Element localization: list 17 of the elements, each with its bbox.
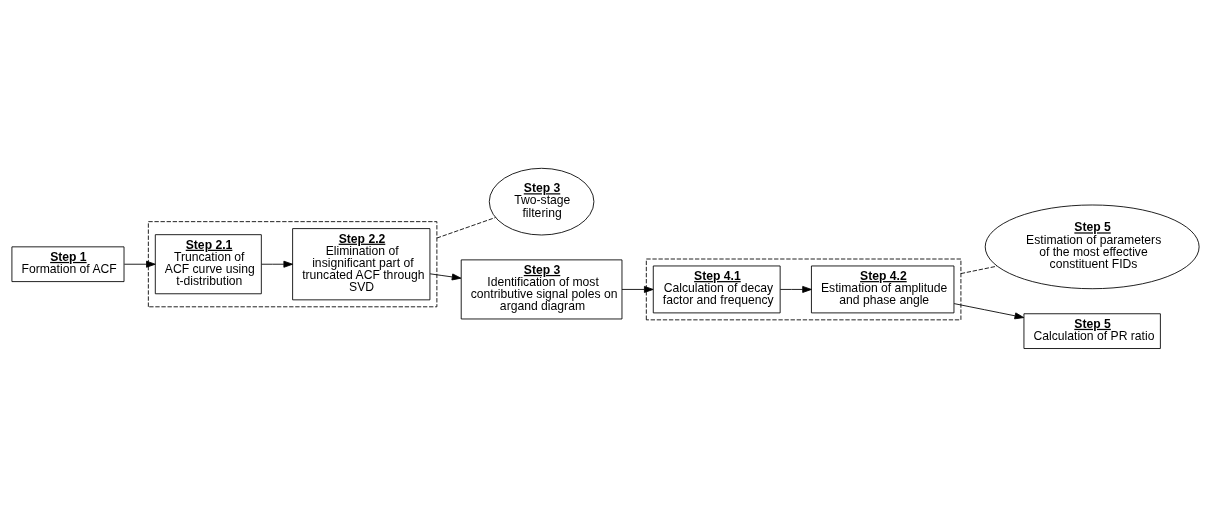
connector xyxy=(436,216,496,238)
arrow xyxy=(124,260,156,268)
arrow xyxy=(779,285,812,293)
node-box: Step 4.1 Calculation of decay factor and frequency xyxy=(652,265,781,313)
node-box: Step 3 Identification of most contributive signal poles on argand diagram xyxy=(460,258,623,319)
node-box: Step 2.2 Elimination of insignificant part of truncated ACF through SVD xyxy=(292,227,431,300)
arrow xyxy=(429,272,462,280)
node-ellipse: Step 3 Two-stage filtering xyxy=(488,167,595,235)
arrow xyxy=(621,285,654,293)
node-ellipse: Step 5 Estimation of parameters of the most effective constituent FIDs xyxy=(984,204,1200,289)
arrow xyxy=(261,260,293,268)
node-box: Step 1 Formation of ACF xyxy=(11,245,125,282)
arrow xyxy=(953,302,1025,319)
node-box: Step 5 Calculation of PR ratio xyxy=(1023,312,1161,349)
node-box: Step 4.2 Estimation of amplitude and phase angle xyxy=(811,265,955,313)
node-box: Step 2.1 Truncation of ACF curve using t-distribution xyxy=(154,233,262,294)
connector xyxy=(960,265,998,274)
